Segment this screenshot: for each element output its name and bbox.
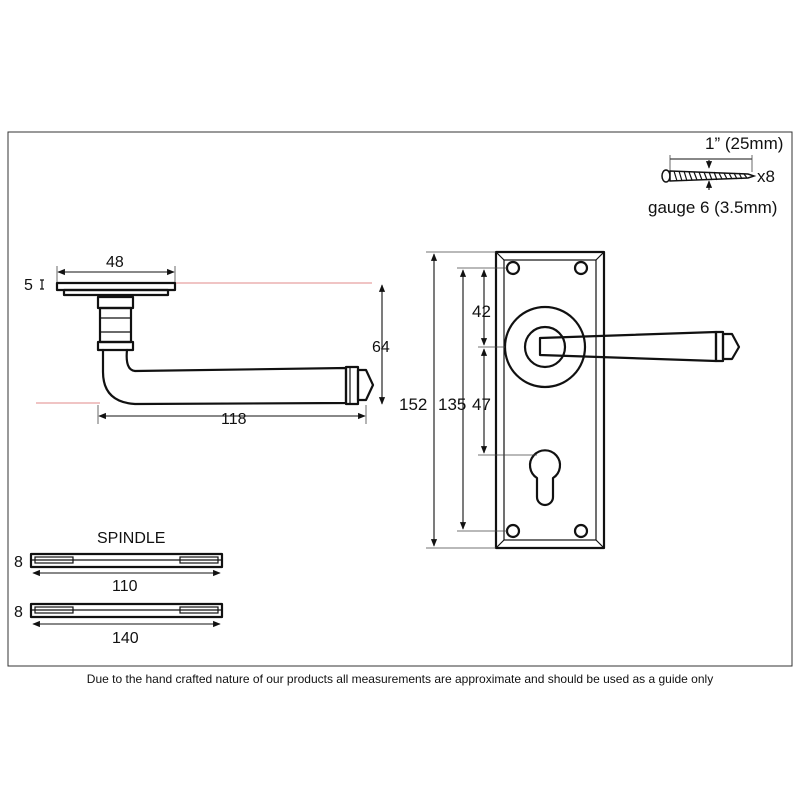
fixing-hole-bottom-left (505, 523, 521, 539)
screw-icon (661, 169, 757, 183)
spindle-item: 8 110 (14, 552, 224, 595)
lever-length-label: 118 (221, 411, 247, 428)
screw-length-label: 1” (25mm) (705, 134, 783, 153)
fixing-hole-top-right (573, 260, 589, 276)
drawing-frame (7, 131, 793, 667)
fixing-hole-top-left (505, 260, 521, 276)
spindle-title: SPINDLE (97, 530, 165, 547)
lever-height-label: 64 (372, 339, 390, 356)
spindle-length-label: 140 (112, 630, 139, 647)
euro-keyhole (528, 449, 562, 507)
screw-gauge-label: gauge 6 (3.5mm) (648, 198, 777, 217)
screw-figure: 1” (25mm) x8 gauge 6 (3.5mm) (648, 134, 783, 217)
backplate-front-view: 152 135 42 47 (399, 250, 741, 550)
spindle-item: 8 140 (14, 602, 224, 647)
rose-diameter-label: 48 (106, 254, 124, 271)
lever-neck (96, 295, 135, 310)
lower-centres-label: 47 (472, 395, 491, 414)
backplate-height-label: 152 (399, 395, 427, 414)
backplate (494, 250, 606, 550)
spindle-size-label: 8 (14, 554, 23, 571)
backplate-rose (503, 305, 587, 389)
measurement-disclaimer: Due to the hand crafted nature of our pr… (86, 672, 714, 686)
lever-side-view: 48 5 64 118 (24, 254, 390, 428)
lever-end-cap (356, 368, 375, 402)
spindle-size-label: 8 (14, 604, 23, 621)
backplate-lever (538, 330, 718, 363)
upper-centres-label: 42 (472, 302, 491, 321)
lever-handle (101, 348, 348, 406)
spindle-length-label: 110 (112, 578, 138, 595)
rose-thickness-label: 5 (24, 277, 33, 294)
fixing-centres-label: 135 (438, 395, 466, 414)
screw-quantity-label: x8 (757, 167, 775, 186)
spindle-section: SPINDLE 8 110 8 140 (14, 530, 224, 647)
fixing-hole-bottom-right (573, 523, 589, 539)
